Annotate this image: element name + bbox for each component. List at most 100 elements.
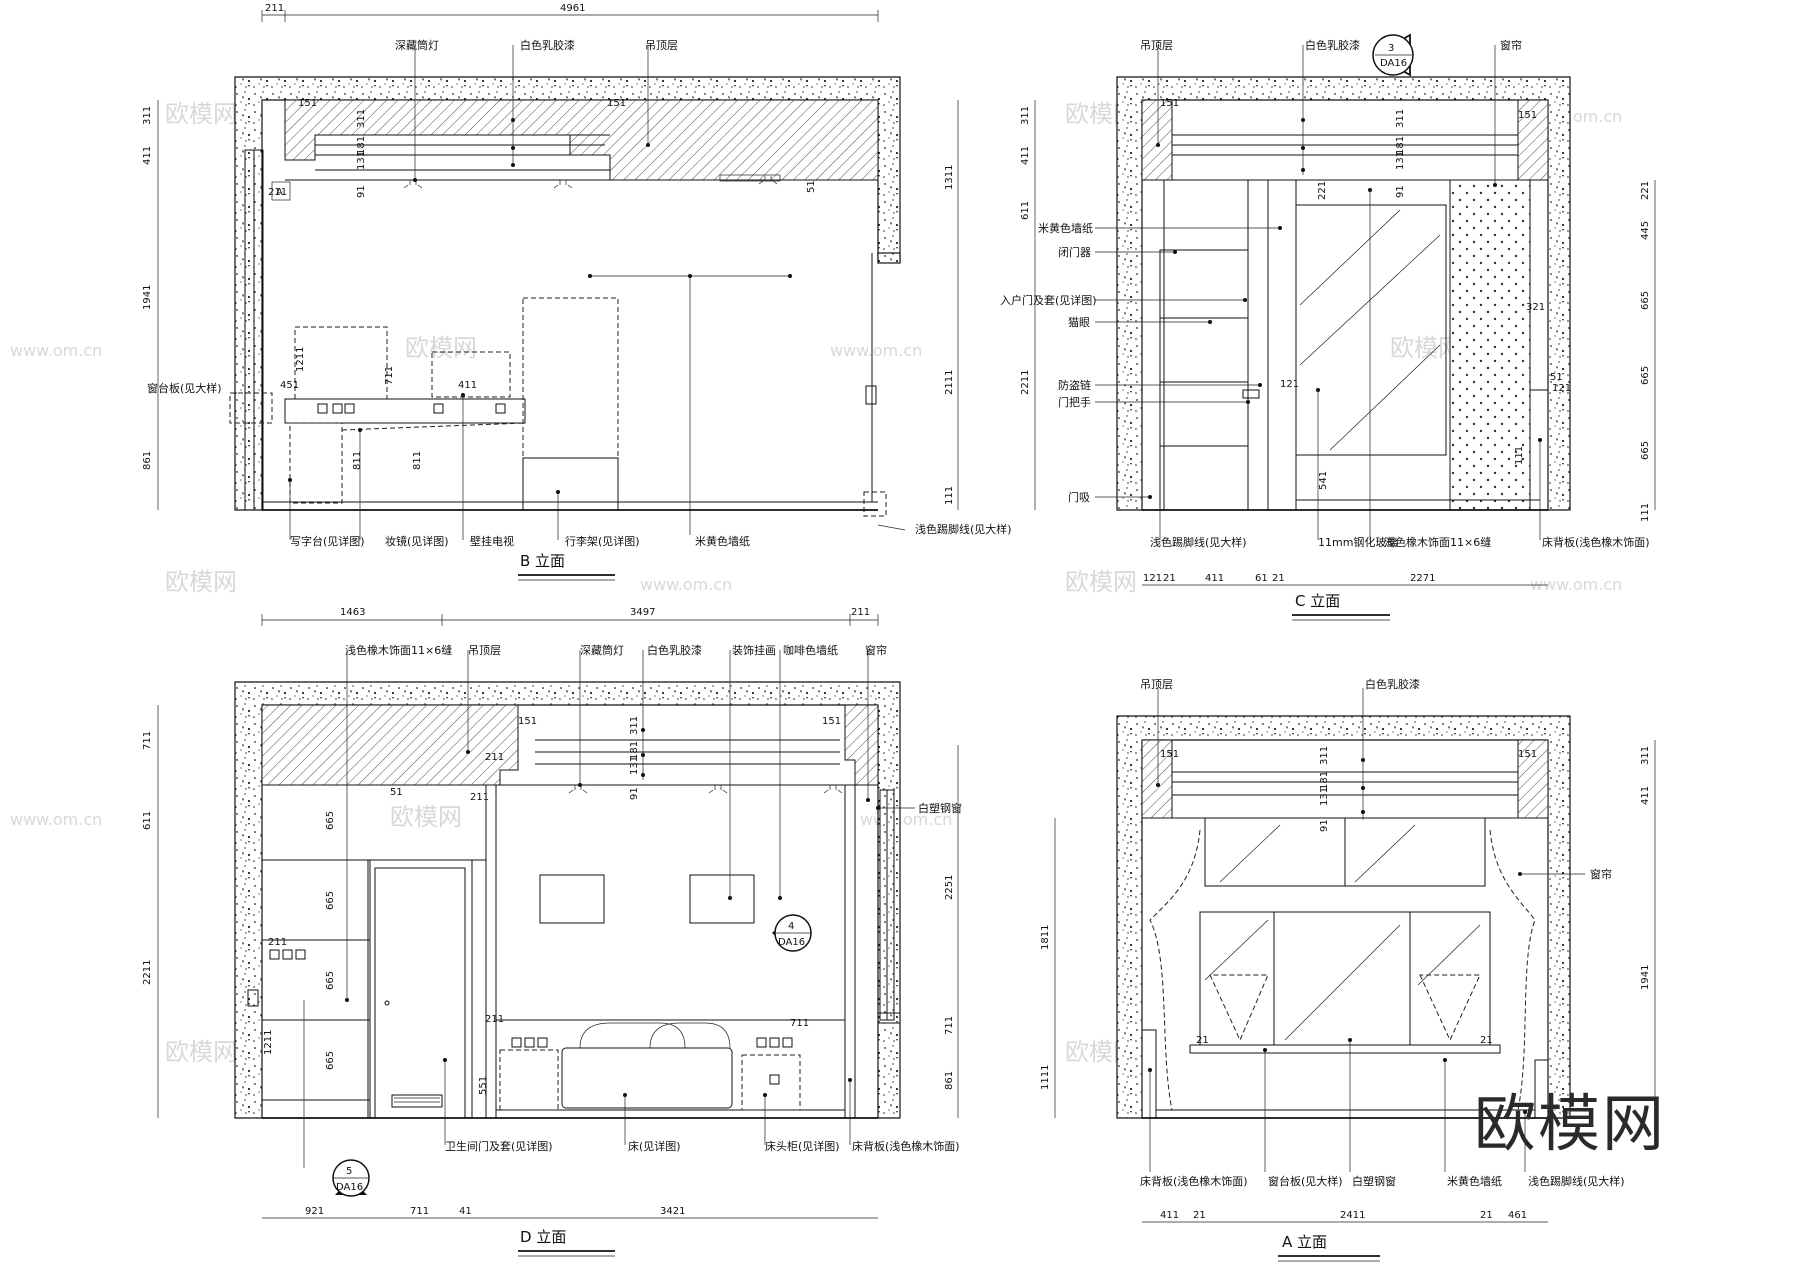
dim-text: 91 — [356, 185, 367, 198]
dim-text: 461 — [1508, 1210, 1527, 1221]
note-label: 窗帘 — [1500, 38, 1522, 52]
entrance-door — [1159, 249, 1249, 511]
callout-ref: DA16 — [778, 937, 805, 948]
dim-text: 445 — [1640, 221, 1651, 240]
glass-hatch — [1284, 924, 1401, 1041]
dim-text: 151 — [822, 716, 841, 727]
sill-detail-outline — [229, 392, 273, 424]
dim-text: 541 — [1318, 471, 1329, 490]
dim-text: 91 — [1319, 819, 1330, 832]
elevation-d: 4 DA16 5 DA16 — [142, 607, 962, 1257]
note-label: 装饰挂画 — [732, 643, 776, 657]
switch-icon — [295, 949, 306, 960]
leader-lines — [288, 45, 906, 540]
note-label: 吊顶层 — [1140, 678, 1173, 691]
dim-text: 711 — [410, 1206, 429, 1217]
dim-text: 611 — [1020, 201, 1031, 220]
dim-text: 451 — [280, 380, 299, 391]
dim-text: 21 — [1272, 573, 1285, 584]
leader-lines — [1095, 45, 1542, 540]
elevation-title: D 立面 — [520, 1228, 566, 1246]
door-handle-icon — [247, 989, 259, 1007]
note-label: 深藏筒灯 — [395, 38, 439, 52]
note-label: 窗帘 — [865, 643, 887, 657]
air-vent — [719, 174, 781, 182]
window-opening-mark — [1419, 974, 1481, 1042]
socket-icon — [495, 403, 506, 414]
watermark-url: www.om.cn — [640, 575, 732, 594]
leader-lines — [1148, 688, 1585, 1172]
dim-text: 811 — [352, 451, 363, 470]
desk-leg — [289, 422, 343, 504]
dim-text: 861 — [142, 451, 153, 470]
dim-text: 131 — [356, 151, 367, 170]
dim-text: 1941 — [142, 285, 153, 310]
note-label: 米黄色墙纸 — [1038, 221, 1093, 235]
curtain-right — [1489, 829, 1536, 1111]
callout-number: 4 — [788, 921, 794, 932]
socket-icon — [317, 403, 328, 414]
dim-text: 4961 — [560, 3, 585, 14]
dim-text: 1211 — [295, 347, 306, 372]
dim-text: 411 — [1160, 1210, 1179, 1221]
door-vent — [391, 1094, 443, 1108]
note-label: 行李架(见详图) — [565, 534, 640, 548]
wood-panel — [1267, 179, 1297, 511]
downlight-icon — [708, 785, 728, 794]
dim-text: 131 — [1319, 787, 1330, 806]
note-label: 11mm钢化玻璃 — [1318, 535, 1397, 549]
wood-strip — [844, 784, 856, 1119]
dim-text: 2411 — [1340, 1210, 1365, 1221]
dim-text: 21 — [1193, 1210, 1206, 1221]
detail-mark — [271, 181, 291, 201]
watermark-url: www.om.cn — [830, 341, 922, 360]
dim-text: 611 — [142, 811, 153, 830]
watermark-text: 欧模网 — [165, 100, 237, 128]
elevation-title: C 立面 — [1295, 592, 1340, 610]
note-label: 床背板(浅色橡木饰面) — [852, 1139, 960, 1153]
dim-text: 665 — [325, 811, 336, 830]
bed-back-panel — [1141, 1029, 1157, 1119]
dim-text: 151 — [1518, 110, 1537, 121]
socket-icon — [782, 1037, 793, 1048]
window-sill — [1189, 1044, 1501, 1054]
dim-text: 211 — [470, 792, 489, 803]
note-label: 米黄色墙纸 — [695, 534, 750, 548]
switch-icon — [269, 949, 280, 960]
ceiling-hatch — [1141, 99, 1173, 181]
luggage-rack — [522, 457, 619, 511]
dim-text: 711 — [944, 1016, 955, 1035]
dim-text: 665 — [1640, 291, 1651, 310]
dim-text: 51 — [806, 180, 817, 193]
downlight-icon — [823, 785, 843, 794]
dim-text: 131 — [1395, 151, 1406, 170]
note-label: 壁挂电视 — [470, 534, 514, 548]
dim-text: 211 — [265, 3, 284, 14]
dim-text: 61 — [1255, 573, 1268, 584]
dim-text: 711 — [790, 1018, 809, 1029]
dim-text: 311 — [142, 106, 153, 125]
dim-text: 711 — [384, 366, 395, 385]
dim-text: 211 — [268, 937, 287, 948]
dim-text: 41 — [459, 1206, 472, 1217]
concrete-wall — [877, 252, 901, 264]
door-frame — [1247, 179, 1269, 511]
window-sill — [877, 1012, 901, 1024]
dim-text: 151 — [518, 716, 537, 727]
socket-icon — [537, 1037, 548, 1048]
dim-text: 311 — [1640, 746, 1651, 765]
watermark-url: www.om.cn — [10, 341, 102, 360]
note-label: 门吸 — [1068, 490, 1090, 504]
dim-text: 181 — [356, 136, 367, 155]
dim-text: 1811 — [1040, 925, 1051, 950]
dim-text: 181 — [1395, 136, 1406, 155]
dim-text: 2251 — [944, 875, 955, 900]
dim-text: 111 — [1514, 446, 1525, 465]
dim-text: 1463 — [340, 607, 365, 618]
watermark-text: 欧模网 — [165, 568, 237, 596]
pillow — [649, 1022, 731, 1049]
downlight-icon — [568, 785, 588, 794]
dim-text: 211 — [268, 187, 287, 198]
watermark-text: 欧模网 — [390, 803, 462, 831]
door-handle-icon — [865, 385, 877, 405]
